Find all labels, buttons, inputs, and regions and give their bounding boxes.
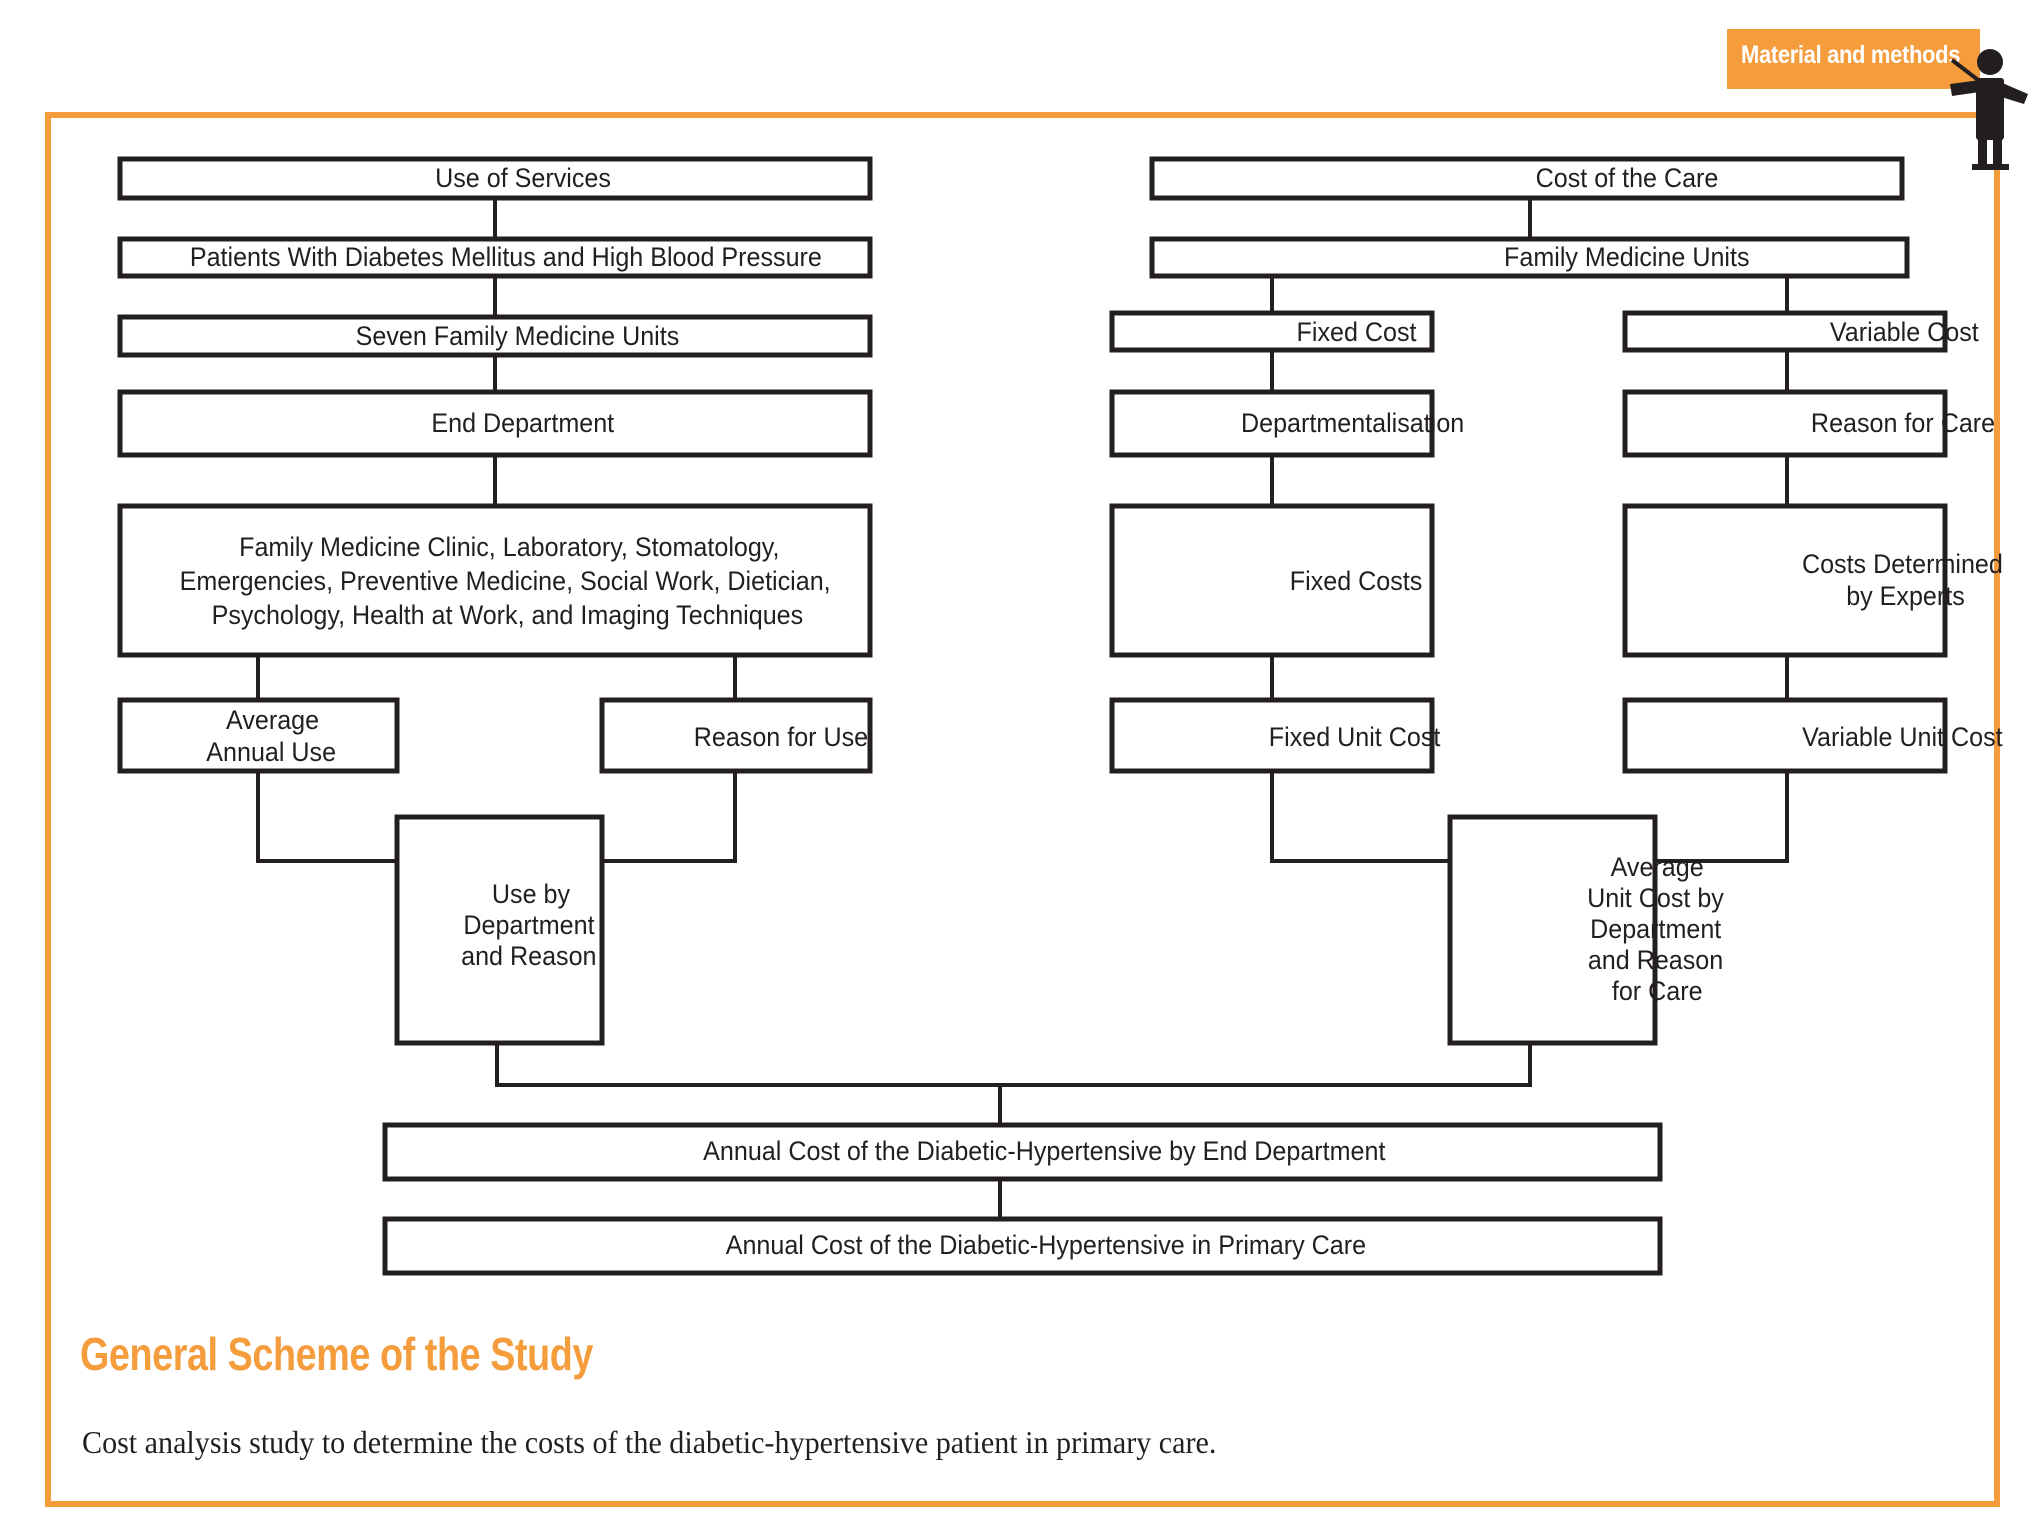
page-title: General Scheme of the Study bbox=[80, 1328, 593, 1380]
person-pointing-icon bbox=[1950, 49, 2028, 170]
content-frame bbox=[45, 112, 2000, 1507]
section-tab-label: Material and methods bbox=[1741, 41, 1961, 69]
section-tab: Material and methods bbox=[1727, 29, 1980, 89]
page-caption: Cost analysis study to determine the cos… bbox=[82, 1424, 1217, 1460]
